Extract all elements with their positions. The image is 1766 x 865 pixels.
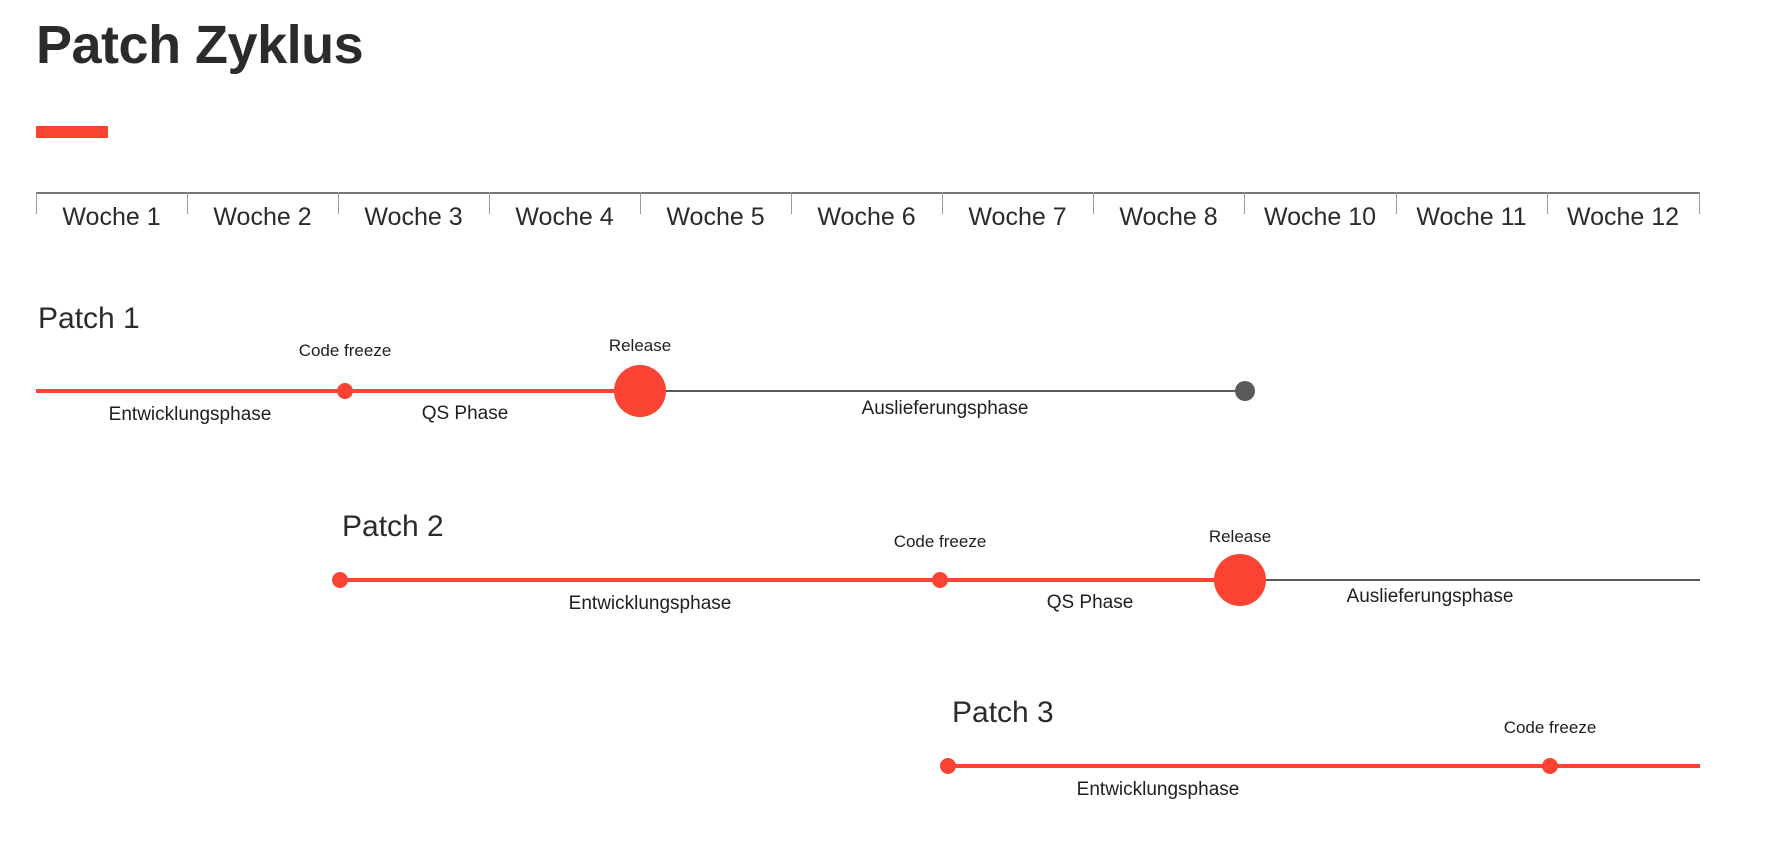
week-label-4: Woche 4 [515,203,614,231]
patch-2-start-node[interactable] [332,572,348,588]
patch-3-title: Patch 3 [952,696,1054,729]
patch-1-code-freeze-node[interactable] [337,383,353,399]
patch-3-development-label: Entwicklungsphase [1076,779,1240,800]
week-label-8: Woche 8 [1119,203,1218,231]
week-label-5: Woche 5 [666,203,765,231]
week-axis-line [36,192,1700,194]
patch-2-development-segment [340,578,940,582]
week-tick [1547,192,1548,214]
patch-2-delivery-segment [1240,579,1700,581]
patch-1-qs-segment [345,389,640,393]
patch-1-release-node[interactable] [614,365,666,417]
patch-1-title: Patch 1 [38,302,140,335]
page-title: Patch Zyklus [36,15,364,75]
title-accent-bar [36,126,108,138]
patch-2-qs-segment [940,578,1240,582]
patch-2-delivery-label: Auslieferungsphase [1346,586,1514,607]
week-tick [338,192,339,214]
patch-1-delivery-segment [640,390,1245,392]
patch-1-end-node[interactable] [1235,381,1255,401]
week-tick [489,192,490,214]
patch-1-qs-label: QS Phase [421,403,509,424]
week-tick [1396,192,1397,214]
week-tick [791,192,792,214]
patch-2-qs-label: QS Phase [1046,592,1134,613]
week-tick [1699,192,1700,214]
week-label-2: Woche 2 [213,203,312,231]
week-tick [942,192,943,214]
patch-1-development-segment [36,389,345,393]
patch-1-release-label: Release [608,336,672,355]
week-tick [187,192,188,214]
week-label-3: Woche 3 [364,203,463,231]
patch-3-code-freeze-node[interactable] [1542,758,1558,774]
week-tick [1244,192,1245,214]
week-label-11: Woche 11 [1416,203,1527,231]
patch-2-development-label: Entwicklungsphase [568,593,732,614]
week-label-10: Woche 10 [1263,203,1377,231]
week-tick [36,192,37,214]
patch-3-code-freeze-label: Code freeze [1503,718,1597,737]
patch-3-development-segment [948,764,1550,768]
patch-2-release-node[interactable] [1214,554,1266,606]
patch-3-start-node[interactable] [940,758,956,774]
week-label-6: Woche 6 [817,203,916,231]
patch-2-code-freeze-label: Code freeze [893,532,987,551]
patch-3-qs-segment [1550,764,1700,768]
patch-2-title: Patch 2 [342,510,444,543]
patch-2-release-label: Release [1208,527,1272,546]
week-label-1: Woche 1 [62,203,161,231]
week-tick [1093,192,1094,214]
week-tick [640,192,641,214]
patch-1-development-label: Entwicklungsphase [108,404,272,425]
patch-2-code-freeze-node[interactable] [932,572,948,588]
week-label-12: Woche 12 [1566,203,1680,231]
patch-1-delivery-label: Auslieferungsphase [861,398,1029,419]
patch-1-code-freeze-label: Code freeze [298,341,392,360]
week-label-7: Woche 7 [968,203,1067,231]
